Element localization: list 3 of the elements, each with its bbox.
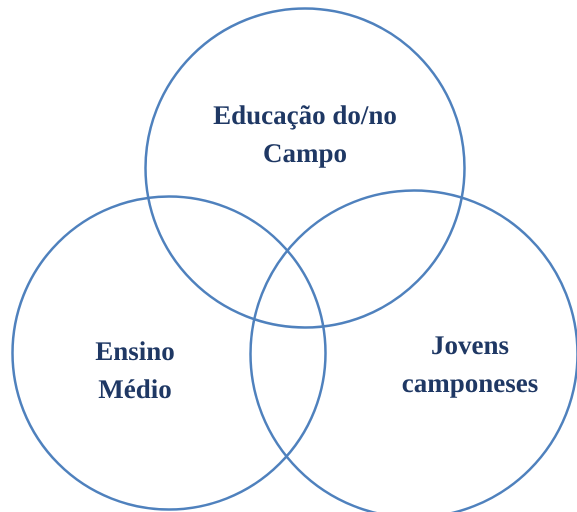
circle-label: Educação do/no Campo (212, 99, 398, 170)
circle-label: Ensino Médio (94, 335, 176, 406)
circle-label: Jovens camponeses (400, 329, 540, 400)
